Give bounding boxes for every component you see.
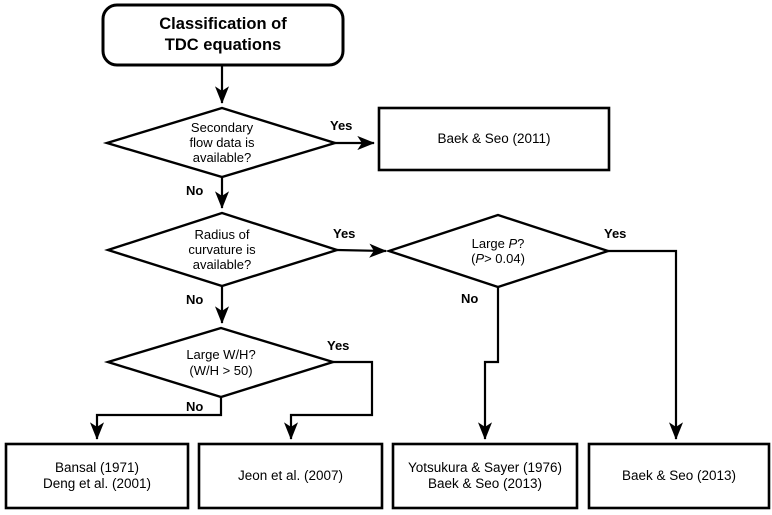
edge-label-radius-yes: Yes [333, 226, 356, 241]
edge-label-largep-no: No [461, 291, 479, 306]
edge-radius-yes-to-largep [336, 243, 387, 258]
edge-label-secondary-no: No [186, 183, 204, 198]
edge-largep-no-to-yotsukura [477, 287, 500, 440]
edge-label-secondary-yes: Yes [330, 118, 353, 133]
edge-label-largewh-no: No [186, 399, 204, 414]
edge-label-largep-yes: Yes [604, 226, 627, 241]
terminal-baek-seo-2013-shape [587, 442, 771, 510]
terminal-yotsukura-baek-shape [391, 442, 579, 510]
edge-largewh-yes-to-jeon [283, 360, 374, 440]
decision-large-wh-shape [103, 326, 338, 399]
terminal-bansal-deng-shape [4, 442, 190, 510]
edge-largep-yes-to-baek2013 [608, 249, 684, 440]
decision-large-p-shape [385, 213, 612, 289]
decision-radius-curvature-shape [104, 211, 341, 288]
edge-largewh-no-to-bansal [89, 397, 223, 440]
decision-secondary-flow-shape [102, 106, 340, 179]
start-node-shape [101, 3, 345, 67]
terminal-jeon-2007-shape [197, 442, 384, 510]
terminal-baek-seo-2011-shape [377, 106, 611, 172]
edge-label-radius-no: No [186, 292, 204, 307]
edge-label-largewh-yes: Yes [327, 338, 350, 353]
